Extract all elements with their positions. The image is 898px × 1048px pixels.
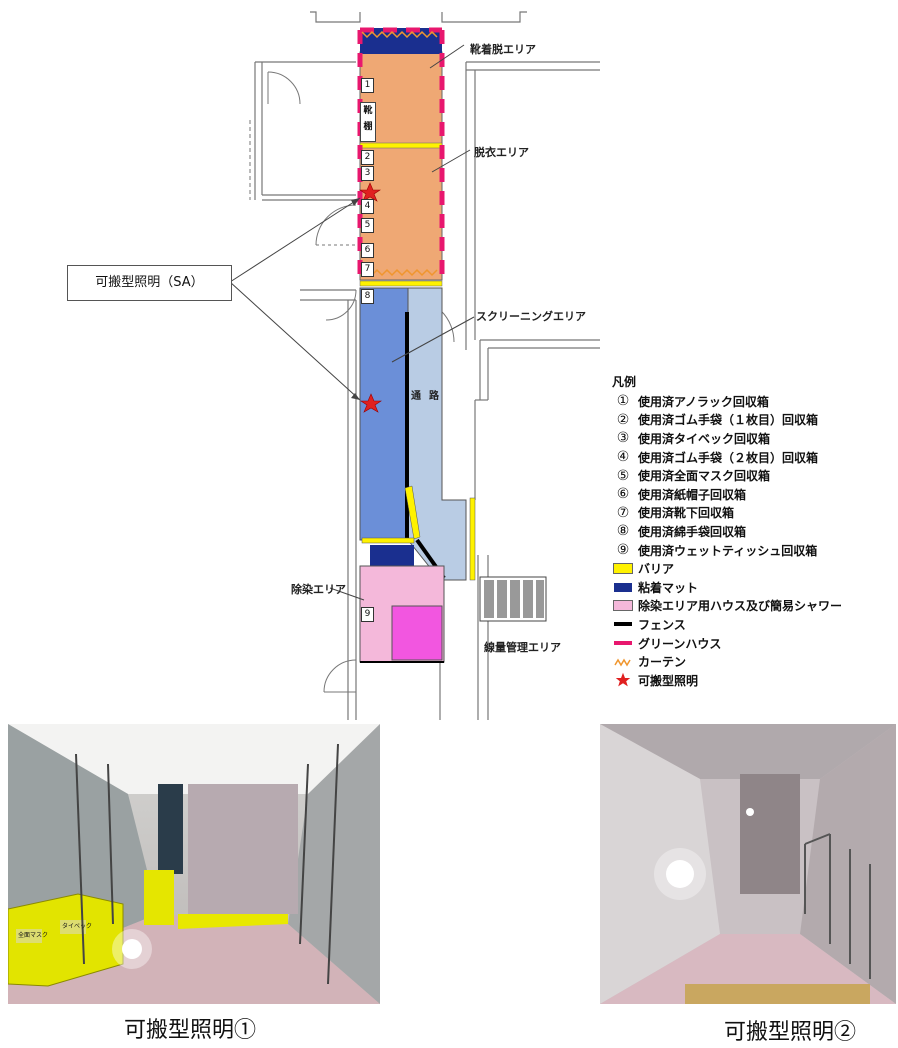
legend-item-label: 使用済靴下回収箱 [638, 506, 735, 521]
shoe-area-label: 靴着脱エリア [470, 43, 536, 56]
legend-item-label: 使用済全面マスク回収箱 [638, 469, 771, 484]
dose-area-label: 線量管理エリア [484, 641, 561, 654]
legend-item: カーテン [612, 652, 842, 671]
legend-item-label: 使用済ウェットティッシュ回収箱 [638, 543, 818, 558]
shoe-rack: 靴 棚 [360, 102, 376, 142]
collection-box-7: 7 [361, 262, 374, 277]
legend-item: フェンス [612, 615, 842, 634]
legend-number-mark: ⑥ [616, 486, 630, 503]
barrier-bottom [359, 280, 443, 287]
legend-item-label: バリア [638, 562, 675, 577]
star-icon [360, 393, 382, 413]
legend-item-label: 使用済アノラック回収箱 [638, 394, 769, 409]
legend-item: グリーンハウス [612, 634, 842, 653]
portable-light-callout: 可搬型照明（SA） [67, 265, 232, 301]
barrier-lower [361, 537, 415, 544]
caption-photo-1: 可搬型照明① [124, 1018, 257, 1043]
legend-item-label: 除染エリア用ハウス及び簡易シャワー [638, 599, 843, 614]
legend-item-label: 可搬型照明 [638, 673, 699, 688]
legend-item: 可搬型照明 [612, 671, 842, 690]
collection-box-6: 6 [361, 243, 374, 258]
legend-item: ⑨ 使用済ウェットティッシュ回収箱 [612, 541, 842, 560]
legend-number-mark: ② [616, 411, 630, 428]
undress-area-label: 脱衣エリア [474, 146, 529, 159]
legend-item-label: フェンス [638, 617, 686, 632]
pointer-arrowheads [351, 198, 360, 400]
photo-2-image [600, 724, 896, 1004]
barrier-mid [359, 142, 443, 149]
photo-1-image [8, 724, 380, 1004]
legend-number-mark: ⑦ [616, 504, 630, 521]
legend-item-label: 使用済ゴム手袋（１枚目）回収箱 [638, 413, 819, 428]
greenhouse-lines [357, 27, 445, 280]
shoe-rack-label-2: 棚 [363, 122, 373, 132]
collection-box-1: 1 [361, 78, 374, 93]
collection-box-5: 5 [361, 218, 374, 233]
pointer-lines [229, 44, 475, 601]
greenhouse-line [612, 641, 634, 646]
collection-box-3: 3 [361, 166, 374, 181]
legend-item: バリア [612, 559, 842, 578]
legend-item-label: 粘着マット [638, 580, 699, 595]
legend-item: ⑥ 使用済紙帽子回収箱 [612, 485, 842, 504]
barrier-swatch [612, 563, 634, 575]
legend-item: 除染エリア用ハウス及び簡易シャワー [612, 597, 842, 616]
legend-number-mark: ⑤ [616, 467, 630, 484]
collection-box-9: 9 [361, 607, 374, 622]
legend-number-mark: ⑨ [616, 542, 630, 559]
legend-item-label: グリーンハウス [638, 636, 722, 651]
mat-lower [370, 545, 414, 566]
legend-item: ① 使用済アノラック回収箱 [612, 392, 842, 411]
photo-portable-light-1: 全面マスク タイベック [8, 724, 380, 1004]
screening-area-label: スクリーニングエリア [476, 310, 586, 323]
legend-item: 粘着マット [612, 578, 842, 597]
caption-photo-2: 可搬型照明② [724, 1020, 857, 1045]
legend-number-mark: ⑧ [616, 523, 630, 540]
star-icon [612, 672, 634, 688]
screening-area [359, 287, 409, 541]
curtain-wave [612, 657, 634, 667]
legend-item: ② 使用済ゴム手袋（１枚目）回収箱 [612, 411, 842, 430]
legend-number-mark: ① [616, 393, 630, 410]
collection-box-2: 2 [361, 150, 374, 165]
legend-item: ⑤ 使用済全面マスク回収箱 [612, 466, 842, 485]
house-swatch [612, 600, 634, 612]
photo-box-label-2: タイベック [62, 923, 93, 930]
barrier-right [469, 497, 476, 581]
passage-label-1: 通 [411, 391, 421, 402]
legend: 凡例 ① 使用済アノラック回収箱 ② 使用済ゴム手袋（１枚目）回収箱 ③ 使用済タイベック… [612, 373, 842, 690]
legend-item-label: カーテン [638, 655, 687, 670]
passage-label-2: 路 [429, 391, 439, 402]
shoe-rack-label-1: 靴 [363, 106, 373, 116]
decon-area-label: 除染エリア [291, 583, 346, 596]
legend-item: ⑦ 使用済靴下回収箱 [612, 504, 842, 523]
photo-portable-light-2 [600, 724, 896, 1004]
legend-number-mark: ④ [616, 449, 630, 466]
legend-item-label: 使用済紙帽子回収箱 [638, 487, 747, 502]
legend-item: ⑧ 使用済綿手袋回収箱 [612, 522, 842, 541]
legend-title: 凡例 [612, 375, 637, 389]
legend-rows: ① 使用済アノラック回収箱 ② 使用済ゴム手袋（１枚目）回収箱 ③ 使用済タイベック回収箱… [612, 392, 842, 690]
barrier-diagonal [404, 485, 421, 540]
curtain-bottom [361, 268, 438, 277]
collection-box-8: 8 [361, 289, 374, 304]
collection-box-4: 4 [361, 199, 374, 214]
curtain-top [361, 30, 438, 39]
legend-item-label: 使用済ゴム手袋（２枚目）回収箱 [638, 450, 819, 465]
shower-box [391, 605, 443, 661]
photo-box-label-1: 全面マスク [18, 932, 49, 939]
legend-item: ④ 使用済ゴム手袋（２枚目）回収箱 [612, 448, 842, 467]
fence-line [612, 622, 634, 627]
mat-swatch [612, 582, 634, 592]
star-icon [359, 182, 381, 202]
stairs-icon [479, 576, 547, 622]
legend-item-label: 使用済タイベック回収箱 [638, 431, 771, 446]
building-walls [254, 11, 600, 720]
legend-item-label: 使用済綿手袋回収箱 [638, 524, 747, 539]
legend-item: ③ 使用済タイベック回収箱 [612, 429, 842, 448]
legend-number-mark: ③ [616, 430, 630, 447]
